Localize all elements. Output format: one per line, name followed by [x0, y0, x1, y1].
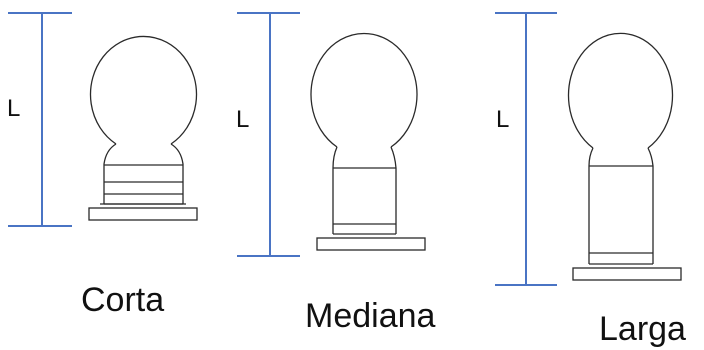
knob-corta — [8, 12, 198, 227]
dimension-marker-corta — [8, 12, 72, 227]
length-label-corta: L — [7, 95, 21, 122]
caption-larga: Larga — [599, 310, 686, 348]
caption-mediana: Mediana — [305, 297, 436, 335]
length-label-larga: L — [496, 106, 510, 133]
caption-corta: Corta — [81, 281, 165, 319]
knob-drawing-mediana — [310, 32, 426, 251]
knob-drawing-larga — [567, 32, 682, 281]
length-label-mediana: L — [236, 106, 250, 133]
dimension-marker-larga — [495, 12, 557, 286]
knob-drawing-corta — [88, 35, 198, 221]
knob-larga — [495, 12, 682, 286]
dimension-marker-mediana — [237, 12, 300, 257]
knob-mediana — [237, 12, 426, 257]
